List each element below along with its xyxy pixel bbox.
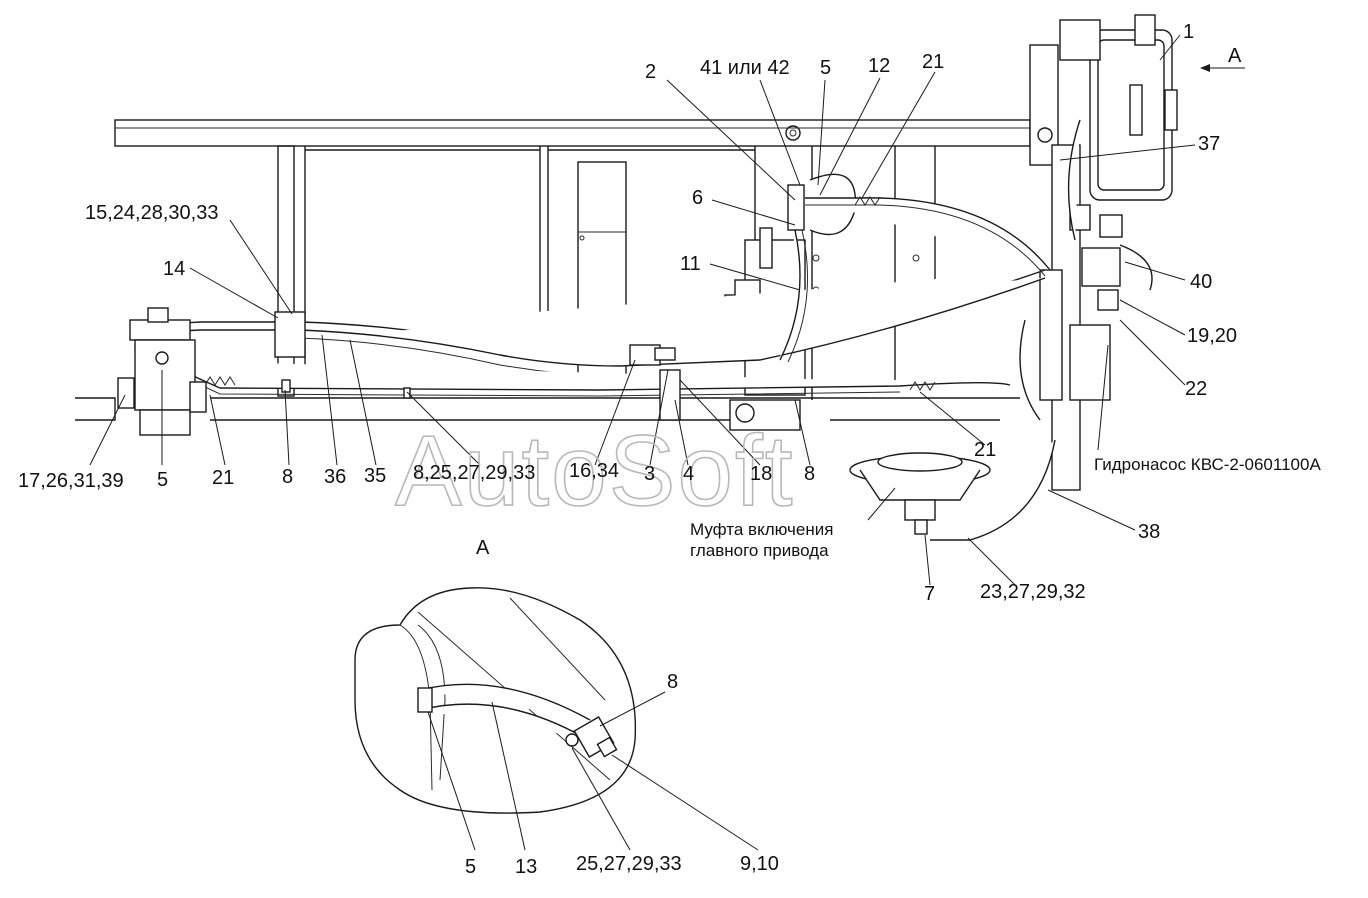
callout-14: 14	[163, 258, 185, 280]
hydraulic-tank	[1029, 14, 1178, 491]
callout-4: 4	[683, 463, 694, 485]
callout-5-top: 5	[820, 57, 831, 79]
callout-18: 18	[750, 463, 772, 485]
callout-21-top: 21	[922, 51, 944, 73]
callout-5-left: 5	[157, 469, 168, 491]
callout-2: 2	[645, 61, 656, 83]
leader-lines	[89, 34, 1245, 586]
clamps	[274, 311, 411, 399]
main-drive-clutch	[849, 452, 991, 535]
callout-16-34: 16,34	[569, 460, 619, 482]
hoses	[134, 119, 1153, 541]
clutch-label-line2: главного привода	[690, 541, 829, 560]
chassis-frame	[75, 119, 1031, 421]
callout-36: 36	[324, 466, 346, 488]
callout-11: 11	[680, 253, 701, 275]
callout-15-group: 15,24,28,30,33	[85, 202, 218, 224]
callout-7: 7	[924, 583, 935, 605]
detail-callout-25-group: 25,27,29,33	[576, 853, 682, 875]
callout-12: 12	[868, 55, 890, 77]
callout-8-mid: 8	[804, 463, 815, 485]
detail-callout-5: 5	[465, 856, 476, 878]
callout-labels: 1 A 2 41 или 42 5 12 21 37 6 15,24,28,30…	[18, 21, 1321, 878]
callout-23-group: 23,27,29,32	[980, 581, 1086, 603]
detail-view-a	[354, 587, 759, 851]
detail-callout-13: 13	[515, 856, 537, 878]
callout-37: 37	[1198, 133, 1220, 155]
clutch-label-line1: Муфта включения	[690, 520, 833, 539]
detail-callout-9-10: 9,10	[740, 853, 779, 875]
callout-21-right: 21	[974, 439, 996, 461]
callout-8-left: 8	[282, 466, 293, 488]
callout-22: 22	[1185, 378, 1207, 400]
callout-41-42: 41 или 42	[700, 57, 790, 79]
callout-38: 38	[1138, 521, 1160, 543]
callout-8-group: 8,25,27,29,33	[413, 462, 535, 484]
callout-1: 1	[1183, 21, 1194, 43]
callout-6: 6	[692, 187, 703, 209]
callout-19-20: 19,20	[1187, 325, 1237, 347]
detail-callout-8: 8	[667, 671, 678, 693]
watermark: AutoSoft	[395, 415, 795, 527]
callout-3: 3	[644, 463, 655, 485]
callout-21-left: 21	[212, 467, 234, 489]
left-hydro-motor	[117, 307, 207, 436]
callout-17-group: 17,26,31,39	[18, 470, 124, 492]
view-a-label: A	[476, 537, 490, 559]
callout-40: 40	[1190, 271, 1212, 293]
view-arrow-label: A	[1228, 45, 1242, 67]
pump-label: Гидронасос КВС-2-0601100А	[1094, 455, 1321, 474]
callout-35: 35	[364, 465, 386, 487]
